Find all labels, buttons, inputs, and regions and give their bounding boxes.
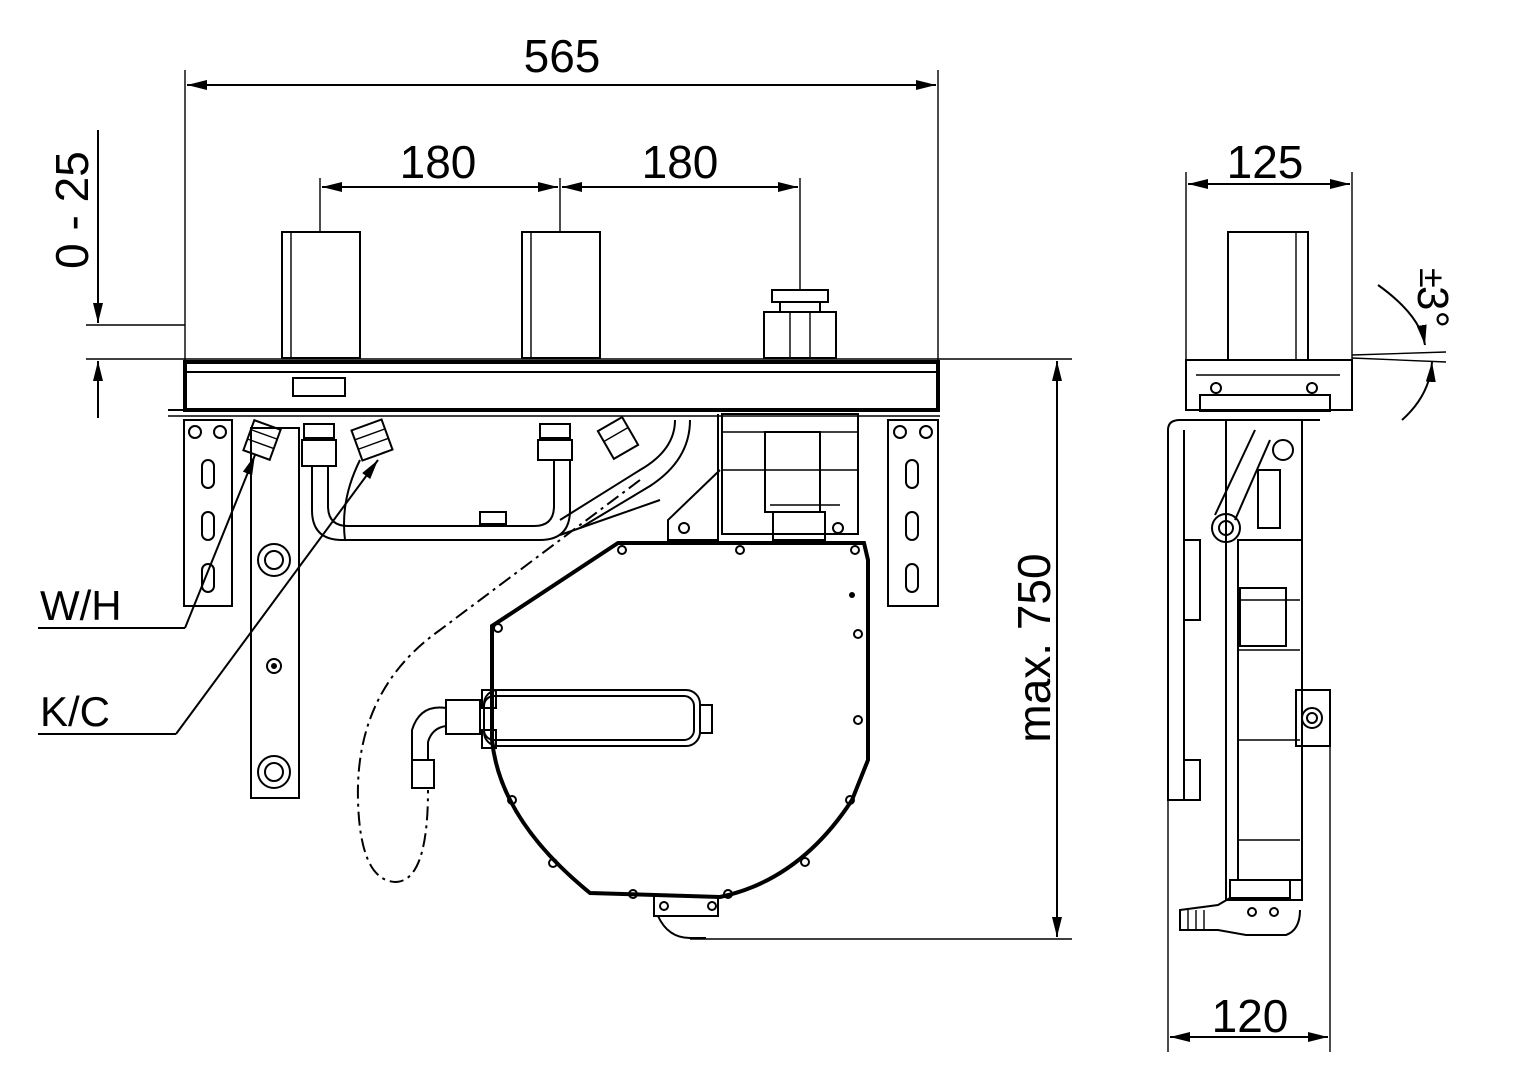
label-w-h: W/H — [40, 582, 122, 629]
front-view: 565 180 180 0 - 25 max. 750 — [38, 30, 1072, 940]
dimension-angle: ± 3° — [1351, 268, 1457, 421]
side-frame — [1167, 419, 1331, 936]
dimension-180-pair: 180 180 — [319, 136, 801, 290]
shower-hose — [356, 479, 641, 884]
callouts: W/H K/C — [38, 454, 379, 735]
side-view: 125 ± 3° 120 — [1167, 136, 1457, 1052]
right-bracket — [887, 419, 939, 607]
mounting-rail — [168, 360, 940, 417]
dimension-120: 120 — [1167, 430, 1331, 1052]
dim-180-left-text: 180 — [400, 136, 477, 188]
dimension-125: 125 — [1185, 136, 1353, 362]
dim-0-25-text: 0 - 25 — [46, 151, 98, 269]
dimension-565: 565 — [184, 30, 939, 362]
dim-max-750-text: max. 750 — [1008, 553, 1060, 742]
dimension-0-25: 0 - 25 — [46, 130, 1072, 418]
valve-fittings — [242, 415, 640, 467]
label-k-c: K/C — [40, 688, 110, 735]
dim-565-text: 565 — [524, 30, 601, 82]
valve-handles — [281, 231, 837, 359]
side-handle — [1185, 231, 1353, 412]
cistern-housing — [411, 541, 870, 939]
dim-120-text: 120 — [1212, 990, 1289, 1042]
dim-angle-sign: ± — [1412, 268, 1453, 288]
dim-angle-text: 3° — [1408, 286, 1457, 328]
piping — [311, 419, 691, 541]
dimension-max-750: max. 750 — [690, 361, 1072, 940]
dim-180-right-text: 180 — [642, 136, 719, 188]
pressure-valve-body — [667, 413, 859, 541]
left-bracket — [183, 419, 233, 607]
left-strap — [250, 427, 300, 799]
dim-125-text: 125 — [1227, 136, 1304, 188]
